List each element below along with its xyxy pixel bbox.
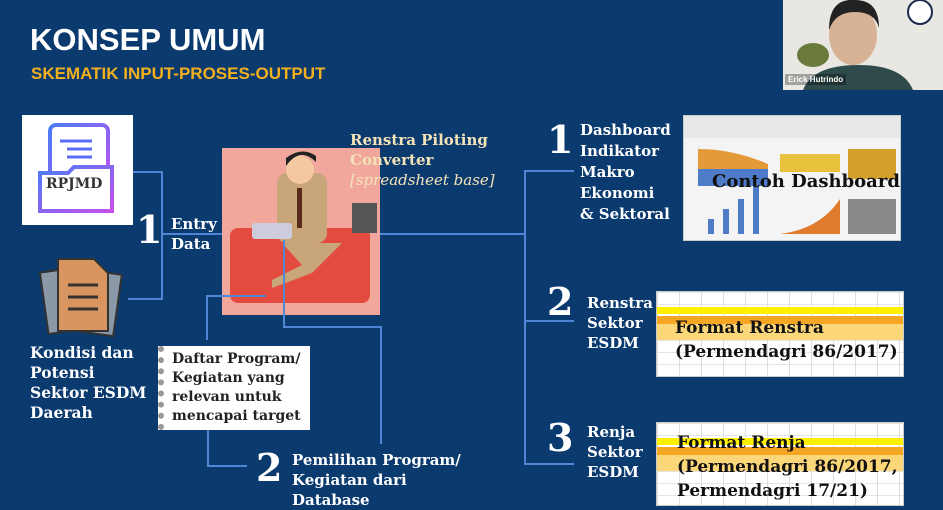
connector [283, 326, 381, 328]
output-number: 3 [547, 415, 574, 460]
text-line: relevan untuk [172, 389, 282, 405]
text-line: Daerah [30, 403, 93, 422]
converter-note: [spreadsheet base] [350, 171, 495, 189]
connector [524, 170, 526, 465]
connector [206, 295, 266, 297]
text-line: Renja [587, 423, 636, 441]
connector [207, 430, 209, 466]
folder-document-icon [38, 123, 114, 213]
text-line: Entry [171, 215, 217, 233]
text-line: Permendagri 17/21) [677, 481, 868, 501]
text-line: Indikator [580, 142, 660, 160]
slide-subtitle: SKEMATIK INPUT-PROSES-OUTPUT [31, 64, 326, 83]
text-line: Kondisi dan [30, 343, 134, 362]
documents-icon [38, 258, 123, 338]
converter-illustration [222, 148, 380, 315]
connector [380, 233, 526, 235]
connector [161, 171, 163, 300]
participant-video [797, 0, 933, 90]
text-line: Data [171, 235, 211, 253]
arrow [524, 320, 574, 322]
dashboard-overlay: Contoh Dashboard [712, 171, 900, 192]
connector [206, 295, 208, 340]
connector [133, 171, 163, 173]
connector [380, 326, 382, 444]
text-line: Dashboard [580, 121, 671, 139]
renja-format-preview: Format Renja (Permendagri 86/2017, Permend… [656, 422, 904, 506]
text-line: ESDM [587, 334, 639, 352]
text-line: Sektor [587, 314, 643, 332]
arrow [524, 463, 574, 465]
text-line: Sektor ESDM [30, 383, 147, 402]
text-line: Sektor [587, 443, 643, 461]
output-number: 1 [547, 117, 574, 162]
participant-name: Erick Hutrindo [785, 74, 847, 85]
connector [283, 240, 285, 327]
rpjmd-document: RPJMD [22, 115, 133, 225]
text-line: Daftar Program/ [172, 351, 301, 367]
text-line: Kegiatan dari [292, 471, 407, 489]
text-line: (Permendagri 86/2017, [677, 457, 898, 477]
text-line: Converter [350, 151, 434, 169]
text-line: Renstra Piloting [350, 131, 488, 149]
text-line: (Permendagri 86/2017) [675, 342, 898, 362]
text-line: Potensi [30, 363, 95, 382]
slide-title: KONSEP UMUM [30, 22, 266, 57]
daftar-program-note: Daftar Program/Kegiatan yang relevan untu… [158, 346, 310, 430]
arrow [524, 170, 574, 172]
person-laptop-icon [230, 151, 377, 303]
text-line: mencapai target [172, 408, 301, 424]
text-line: Pemilihan Program/ [292, 451, 461, 469]
renstra-format-preview: Format Renstra (Permendagri 86/2017) [656, 291, 904, 377]
text-line: Format Renstra [675, 318, 824, 338]
step-number: 1 [136, 207, 163, 252]
renja-overlay: Format Renja (Permendagri 86/2017, Permend… [677, 431, 898, 503]
renstra-overlay: Format Renstra (Permendagri 86/2017) [675, 316, 898, 364]
text-line: Database [292, 491, 370, 509]
text-line: Format Renja [677, 433, 806, 453]
text-line: Renstra [587, 294, 653, 312]
rpjmd-label: RPJMD [46, 176, 103, 192]
webcam-tile[interactable]: Erick Hutrindo [783, 0, 943, 90]
connector [128, 298, 163, 300]
text-line: Ekonomi [580, 184, 655, 202]
text-line: ESDM [587, 463, 639, 481]
text-line: Kegiatan yang [172, 370, 285, 386]
dashboard-preview: Contoh Dashboard [683, 115, 901, 241]
step-number: 2 [256, 445, 283, 490]
text-line: Makro [580, 163, 635, 181]
connector [161, 233, 261, 235]
output-number: 2 [547, 279, 574, 324]
arrow [207, 465, 247, 467]
dashboard-charts-icon [698, 149, 896, 234]
text-line: & Sektoral [580, 205, 670, 223]
